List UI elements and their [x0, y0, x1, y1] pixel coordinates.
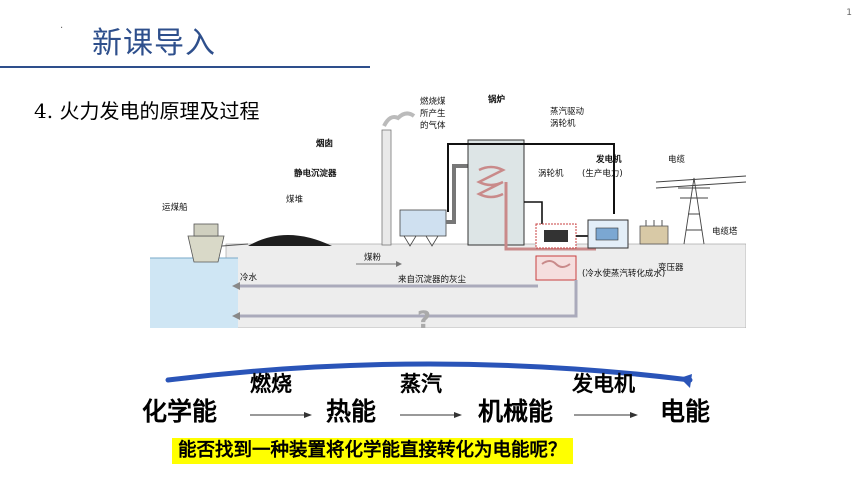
condenser	[535, 255, 577, 281]
boiler	[467, 139, 596, 251]
label-steam-turbine-1: 蒸汽驱动	[550, 106, 585, 117]
label-turbine: 涡轮机	[538, 168, 564, 179]
chimney	[381, 129, 392, 246]
label-transformer: 变压器	[658, 262, 684, 273]
flow-arc	[165, 361, 693, 418]
turbine	[535, 223, 577, 249]
power-plant-diagram: ? 运煤船 烟囱 煤堆 静电沉淀器 燃烧煤 所产生 的气体 锅炉 蒸汽驱动 涡轮…	[150, 94, 746, 328]
label-condense: (冷水使蒸汽转化成水)	[582, 268, 665, 279]
label-precipitator: 静电沉淀器	[294, 168, 337, 179]
label-cable: 电缆	[668, 154, 686, 165]
label-gas-1: 燃烧煤	[420, 96, 446, 107]
coal-boat	[187, 223, 225, 263]
label-tower: 电缆塔	[712, 226, 738, 237]
title-underline	[0, 66, 370, 68]
diagram-question-mark: ?	[417, 306, 431, 328]
step-generator: 发电机	[572, 372, 635, 396]
chemical-energy: 化学能	[142, 397, 218, 426]
heat-energy: 热能	[326, 397, 377, 426]
water	[150, 258, 238, 328]
step-steam: 蒸汽	[400, 372, 442, 396]
header-mark: .	[60, 20, 64, 31]
label-cold-water: 冷水	[240, 272, 258, 283]
energy-flow: 化学能 燃烧 热能 蒸汽 机械能 发电机 电能	[0, 360, 860, 440]
label-generator-note: (生产电力)	[582, 168, 623, 179]
label-coal-powder: 煤粉	[364, 252, 382, 263]
label-generator: 发电机	[595, 154, 622, 165]
label-gas-2: 所产生	[420, 108, 446, 119]
label-boiler: 锅炉	[487, 94, 506, 105]
coal-pile	[248, 235, 332, 246]
label-boat: 运煤船	[162, 202, 188, 213]
highlighted-question: 能否找到一种装置将化学能直接转化为电能呢？	[172, 438, 573, 464]
slide-number: 1	[846, 8, 852, 18]
mechanical-energy: 机械能	[478, 397, 554, 426]
label-chimney: 烟囱	[316, 138, 333, 149]
generator	[587, 219, 629, 249]
gas-pipe	[446, 164, 468, 224]
electric-energy: 电能	[660, 397, 711, 426]
section-heading: 4. 火力发电的原理及过程	[34, 99, 260, 123]
steam-line	[447, 143, 615, 214]
transformer	[639, 220, 669, 245]
page-title: 新课导入	[92, 26, 216, 61]
label-ash: 来自沉淀器的灰尘	[398, 274, 467, 285]
power-tower	[655, 175, 746, 245]
label-coal-pile: 煤堆	[286, 194, 304, 205]
precipitator	[399, 209, 447, 247]
label-gas-3: 的气体	[420, 120, 446, 131]
label-steam-turbine-2: 涡轮机	[550, 118, 576, 129]
step-burning: 燃烧	[250, 372, 292, 396]
